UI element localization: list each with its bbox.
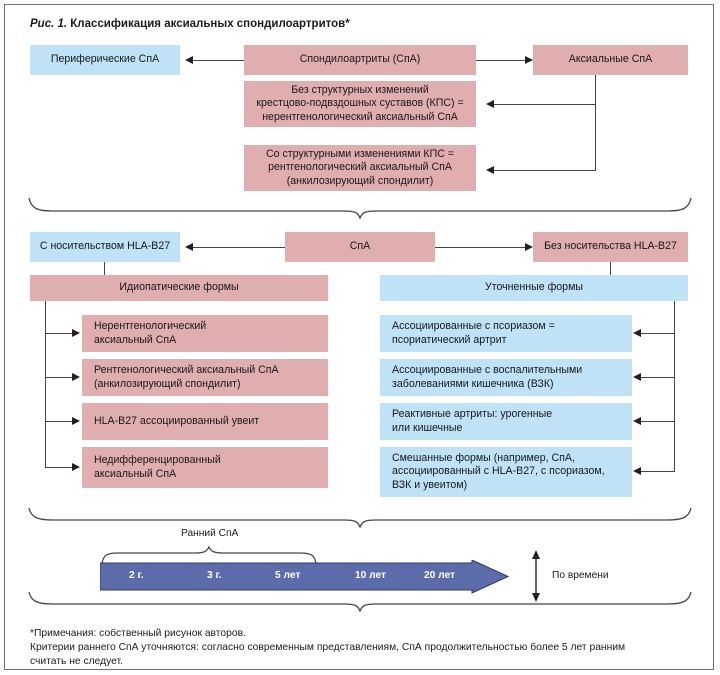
note-line-3: считать не следует. bbox=[30, 656, 123, 667]
figure-caption: Рис. 1. Классификация аксиальных спондил… bbox=[30, 18, 350, 30]
timeline-tick-0: 2 г. bbox=[129, 570, 144, 581]
box-nonradiographic-axial-spa[interactable]: Без структурных изменений крестцово-подв… bbox=[244, 81, 476, 127]
item-specified-2-label: Ассоциированные с воспалительными заболе… bbox=[392, 364, 583, 390]
box-hla-b27-positive-label: С носительством HLA-B27 bbox=[39, 240, 171, 253]
brace-section-three bbox=[28, 591, 692, 612]
box-nonradiographic-axial-spa-label: Без структурных изменений крестцово-подв… bbox=[256, 83, 464, 123]
connector-hla-negative-down bbox=[610, 262, 612, 275]
box-axial-spa-label: Аксиальные СпА bbox=[568, 53, 653, 66]
arrowhead-to-hla-positive-icon bbox=[185, 242, 193, 251]
arrowhead-idiopathic-2-icon bbox=[72, 373, 80, 381]
arrowhead-to-nonradiographic-icon bbox=[486, 99, 494, 108]
item-idiopathic-4-label: Недифференцированный аксиальный СпА bbox=[94, 454, 221, 480]
item-specified-4-label: Смешанные формы (например, СпА, ассоциир… bbox=[392, 451, 605, 491]
connector-axial-to-radiographic bbox=[494, 169, 596, 171]
box-hla-b27-positive[interactable]: С носительством HLA-B27 bbox=[30, 232, 180, 262]
connector-specified-branch-2 bbox=[641, 377, 675, 379]
box-radiographic-axial-spa[interactable]: Со структурными изменениями КПС = рентге… bbox=[244, 145, 476, 191]
connector-root-to-peripheral bbox=[193, 59, 244, 61]
connector-idiopathic-spine bbox=[45, 301, 47, 468]
brace-section-one bbox=[28, 197, 692, 220]
item-idiopathic-2[interactable]: Рентгенологический аксиальный СпА (анкил… bbox=[82, 359, 328, 396]
header-specified-forms-label: Уточненные формы bbox=[485, 281, 583, 294]
figure-border bbox=[4, 4, 714, 670]
connector-spa-to-hla-positive bbox=[193, 246, 285, 248]
timeline-tick-3: 10 лет bbox=[355, 570, 387, 581]
box-peripheral-spa-label: Периферические СпА bbox=[50, 53, 160, 66]
item-idiopathic-4[interactable]: Недифференцированный аксиальный СпА bbox=[82, 447, 328, 488]
brace-early-spa bbox=[101, 546, 317, 565]
arrowhead-idiopathic-3-icon bbox=[72, 417, 80, 425]
arrowhead-specified-1-icon bbox=[633, 329, 641, 337]
arrowhead-idiopathic-4-icon bbox=[72, 463, 80, 471]
connector-spa-to-hla-negative bbox=[435, 246, 525, 248]
arrowhead-to-radiographic-icon bbox=[486, 165, 494, 174]
box-hla-b27-negative[interactable]: Без носительства HLA-B27 bbox=[533, 232, 688, 262]
connector-idiopathic-branch-3 bbox=[45, 421, 72, 423]
header-idiopathic-forms[interactable]: Идиопатические формы bbox=[30, 275, 328, 301]
box-peripheral-spa[interactable]: Периферические СпА bbox=[30, 45, 180, 75]
figure-caption-title: Классификация аксиальных спондилоартрито… bbox=[70, 18, 350, 30]
header-specified-forms[interactable]: Уточненные формы bbox=[380, 275, 688, 301]
timeline-tick-2: 5 лет bbox=[275, 570, 301, 581]
arrowhead-to-hla-negative-icon bbox=[525, 242, 533, 251]
item-specified-3[interactable]: Реактивные артриты: урогенные или кишечн… bbox=[380, 403, 632, 440]
box-spa-root-level2[interactable]: СпА bbox=[285, 232, 435, 262]
connector-specified-spine bbox=[674, 301, 676, 472]
item-idiopathic-1-label: Нерентгенологический аксиальный СпА bbox=[94, 320, 207, 346]
connector-specified-branch-1 bbox=[641, 333, 675, 335]
box-hla-b27-negative-label: Без носительства HLA-B27 bbox=[544, 240, 677, 253]
box-spondyloarthritis-root[interactable]: Спондилоартриты (СпА) bbox=[244, 45, 476, 75]
box-spa-root-level2-label: СпА bbox=[349, 240, 371, 253]
timeline-tick-4: 20 лет bbox=[424, 570, 456, 581]
connector-idiopathic-branch-4 bbox=[45, 467, 72, 469]
connector-root-to-axial bbox=[476, 59, 525, 61]
timeline-arrow bbox=[100, 560, 510, 594]
arrowhead-idiopathic-1-icon bbox=[72, 329, 80, 337]
connector-idiopathic-branch-1 bbox=[45, 333, 72, 335]
brace-section-two bbox=[28, 507, 692, 528]
item-specified-4[interactable]: Смешанные формы (например, СпА, ассоциир… bbox=[380, 447, 632, 497]
item-specified-1-label: Ассоциированные с псориазом = псориатиче… bbox=[392, 320, 555, 346]
box-radiographic-axial-spa-label: Со структурными изменениями КПС = рентге… bbox=[265, 147, 454, 187]
arrowhead-specified-3-icon bbox=[633, 417, 641, 425]
item-idiopathic-3[interactable]: HLA-B27 ассоциированный увеит bbox=[82, 403, 328, 440]
item-specified-2[interactable]: Ассоциированные с воспалительными заболе… bbox=[380, 359, 632, 396]
figure-caption-label: Рис. 1. bbox=[30, 18, 68, 30]
connector-specified-branch-4 bbox=[641, 471, 675, 473]
box-axial-spa[interactable]: Аксиальные СпА bbox=[533, 45, 688, 75]
arrowhead-to-axial-icon bbox=[525, 55, 533, 64]
item-idiopathic-2-label: Рентгенологический аксиальный СпА (анкил… bbox=[94, 364, 279, 390]
connector-idiopathic-branch-2 bbox=[45, 377, 72, 379]
item-specified-3-label: Реактивные артриты: урогенные или кишечн… bbox=[392, 408, 553, 434]
timeline-tick-1: 3 г. bbox=[207, 570, 222, 581]
early-spa-label: Ранний СпА bbox=[181, 528, 239, 539]
box-spondyloarthritis-root-label: Спондилоартриты (СпА) bbox=[299, 53, 421, 66]
connector-hla-positive-down bbox=[104, 262, 106, 275]
connector-specified-branch-3 bbox=[641, 421, 675, 423]
arrowhead-specified-2-icon bbox=[633, 373, 641, 381]
item-specified-1[interactable]: Ассоциированные с псориазом = псориатиче… bbox=[380, 315, 632, 352]
note-line-2: Критерии раннего СпА уточняются: согласн… bbox=[30, 642, 626, 653]
arrowhead-to-peripheral-icon bbox=[185, 55, 193, 64]
time-axis-double-arrow-icon bbox=[532, 550, 540, 602]
header-idiopathic-forms-label: Идиопатические формы bbox=[119, 281, 239, 294]
note-line-1: *Примечания: собственный рисунок авторов… bbox=[30, 628, 246, 639]
arrowhead-specified-4-icon bbox=[633, 467, 641, 475]
time-axis-label: По времени bbox=[552, 570, 609, 581]
item-idiopathic-1[interactable]: Нерентгенологический аксиальный СпА bbox=[82, 315, 328, 352]
item-idiopathic-3-label: HLA-B27 ассоциированный увеит bbox=[94, 414, 260, 427]
connector-axial-to-nonradiographic bbox=[494, 103, 596, 105]
connector-axial-spine bbox=[595, 75, 597, 170]
